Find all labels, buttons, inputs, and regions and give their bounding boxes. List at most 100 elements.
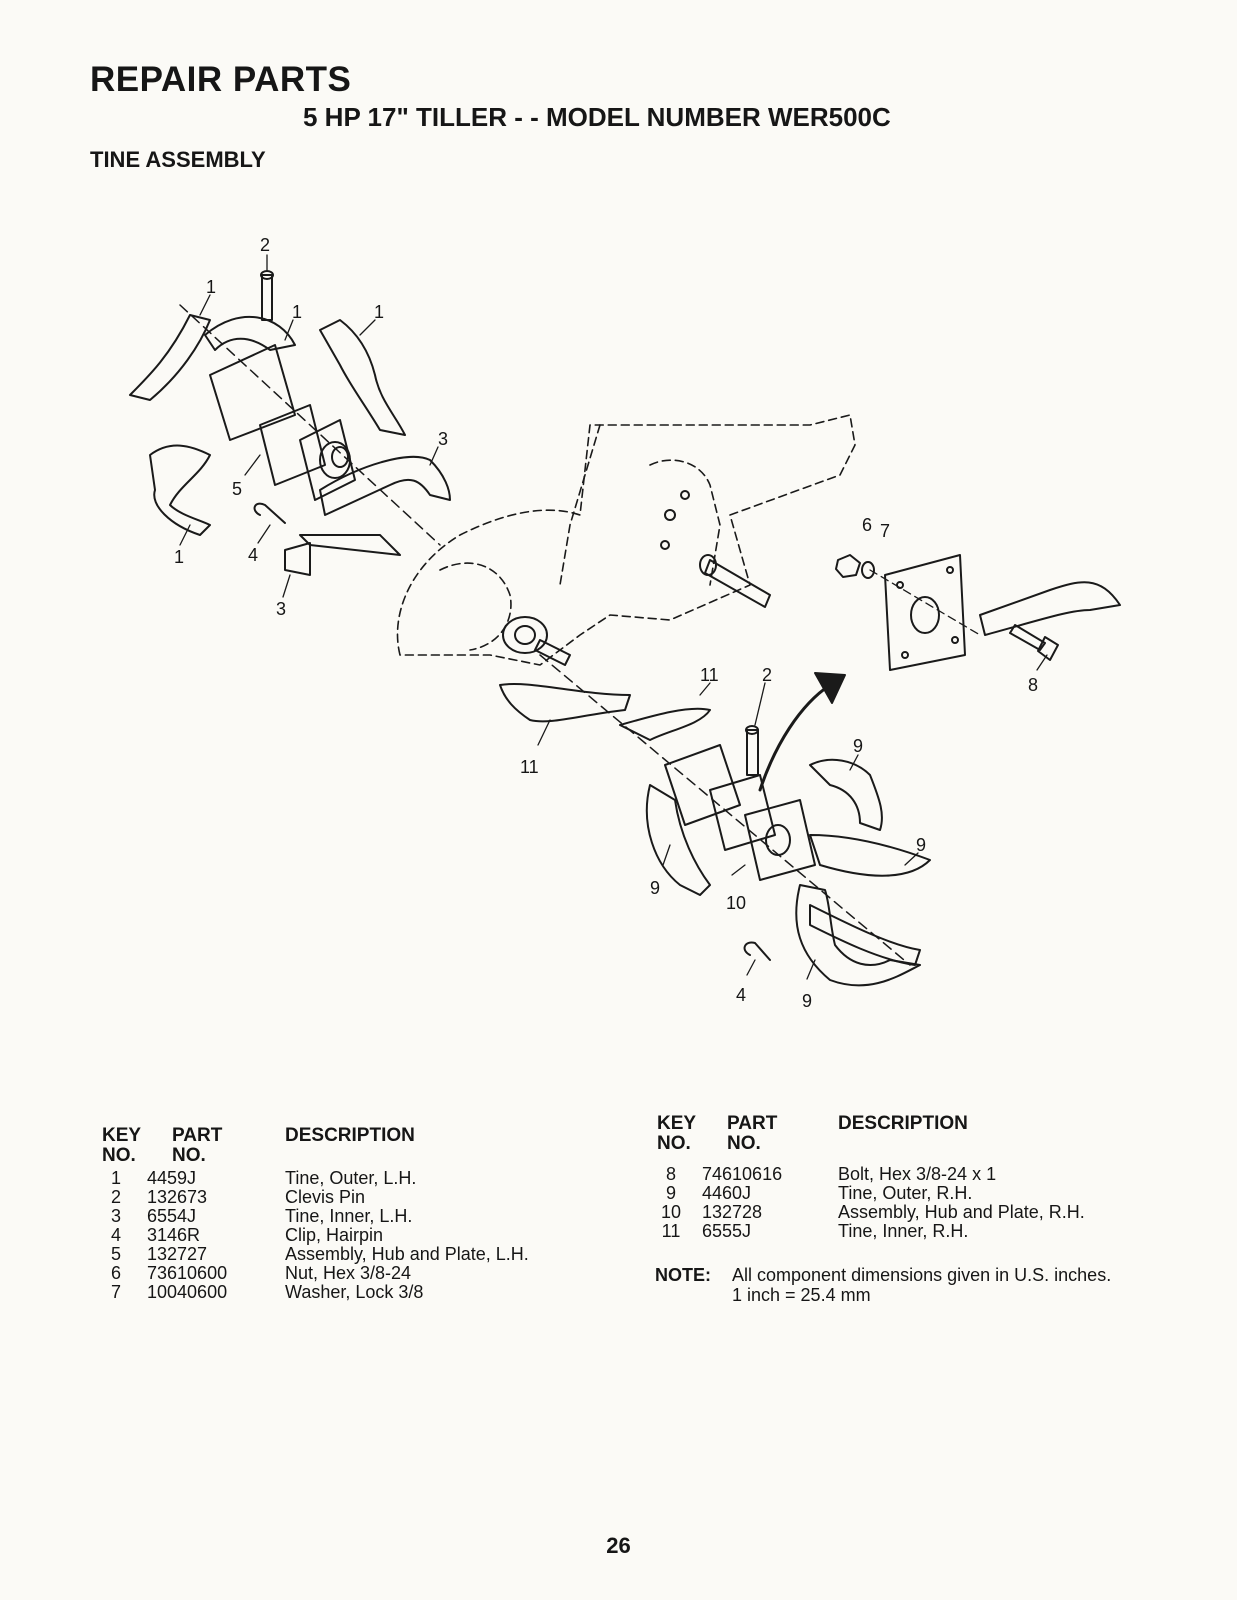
part-number: 6555J <box>702 1221 752 1241</box>
note-line-2: 1 inch = 25.4 mm <box>732 1285 871 1305</box>
left-outer-tine-upper <box>129 314 211 401</box>
key-number: 3 <box>110 1206 121 1226</box>
callout-1-b: 1 <box>292 302 302 322</box>
col-key-header-2: NO. <box>102 1145 136 1166</box>
callout-6: 6 <box>862 515 872 535</box>
key-number: 9 <box>665 1183 676 1203</box>
col-part-header-r: PART <box>727 1113 778 1134</box>
col-key-header-r: KEY <box>657 1113 697 1134</box>
note-line-1: All component dimensions given in U.S. i… <box>732 1265 1112 1285</box>
part-number: 4459J <box>147 1168 197 1188</box>
left-inner-tine-bottom <box>299 534 401 556</box>
part-description: Nut, Hex 3/8-24 <box>285 1263 412 1283</box>
col-key-header-r-2: NO. <box>657 1133 691 1154</box>
callouts: 2 1 1 1 1 3 3 5 4 6 7 8 11 11 2 9 9 9 9 … <box>174 235 1048 1011</box>
part-number: 6554J <box>147 1206 197 1226</box>
right-inner-tine-right <box>619 707 711 741</box>
clevis-pin-lower <box>746 729 759 776</box>
callout-7: 7 <box>880 521 890 541</box>
part-number: 132673 <box>147 1187 208 1207</box>
callout-4-left: 4 <box>248 545 258 565</box>
right-outer-tine-c <box>645 784 711 896</box>
housing-hub-left <box>502 616 548 654</box>
right-hub-plate <box>709 774 776 851</box>
rotation-arrow <box>758 683 832 792</box>
tiller-housing <box>396 414 856 666</box>
part-description: Assembly, Hub and Plate, R.H. <box>838 1202 1085 1222</box>
right-outer-tine-d <box>795 884 921 987</box>
callout-9-a: 9 <box>853 736 863 756</box>
callout-3-bottom: 3 <box>276 599 286 619</box>
key-number: 11 <box>661 1221 681 1241</box>
output-shaft-right <box>704 559 771 608</box>
output-shaft-left <box>534 639 571 666</box>
part-description: Assembly, Hub and Plate, L.H. <box>285 1244 529 1264</box>
model-subtitle: 5 HP 17" TILLER - - MODEL NUMBER WER500C <box>303 102 891 132</box>
callout-1-a: 1 <box>206 277 216 297</box>
right-hub-tube <box>664 744 741 826</box>
part-description: Clip, Hairpin <box>285 1225 384 1245</box>
left-inner-tine-stub <box>284 542 311 576</box>
page-number: 26 <box>606 1533 631 1558</box>
hex-bolt <box>1009 624 1046 651</box>
part-number: 3146R <box>147 1225 201 1245</box>
part-description: Tine, Inner, L.H. <box>285 1206 413 1226</box>
col-part-header: PART <box>172 1125 223 1146</box>
left-hub-tube <box>209 344 296 441</box>
col-part-header-r-2: NO. <box>727 1133 761 1154</box>
callout-4-right: 4 <box>736 985 746 1005</box>
right-outer-tine-a <box>809 758 883 831</box>
callout-2-top: 2 <box>260 235 270 255</box>
key-number: 5 <box>110 1244 121 1264</box>
side-plate <box>884 554 966 671</box>
right-outer-tine-side <box>979 581 1121 636</box>
key-number: 8 <box>665 1164 676 1184</box>
page-title: REPAIR PARTS <box>90 60 352 99</box>
right-outer-tine-e <box>809 904 921 966</box>
hairpin-clip-right <box>743 941 771 961</box>
part-number: 73610600 <box>147 1263 228 1283</box>
key-number: 4 <box>110 1225 121 1245</box>
part-number: 10040600 <box>147 1282 228 1302</box>
left-inner-tine-top <box>319 455 451 516</box>
callout-9-d: 9 <box>802 991 812 1011</box>
col-key-header: KEY <box>102 1125 142 1146</box>
callout-1-c: 1 <box>374 302 384 322</box>
hex-nut <box>835 554 861 578</box>
left-outer-tine-right <box>319 319 406 436</box>
part-description: Tine, Inner, R.H. <box>838 1221 969 1241</box>
hairpin-clip-left <box>253 502 286 524</box>
right-outer-tine-b <box>809 834 931 877</box>
part-description: Washer, Lock 3/8 <box>285 1282 424 1302</box>
part-number: 74610616 <box>702 1164 783 1184</box>
part-number: 132727 <box>147 1244 208 1264</box>
callout-1-d: 1 <box>174 547 184 567</box>
right-hub-plate-2 <box>744 799 816 881</box>
key-number: 1 <box>110 1168 121 1188</box>
callout-8: 8 <box>1028 675 1038 695</box>
part-description: Bolt, Hex 3/8-24 x 1 <box>838 1164 997 1184</box>
part-description: Tine, Outer, L.H. <box>285 1168 417 1188</box>
callout-10: 10 <box>726 893 746 913</box>
lock-washer <box>861 561 875 579</box>
left-outer-tine-lower <box>149 444 211 536</box>
callout-11-top: 11 <box>700 665 719 685</box>
note-label: NOTE: <box>655 1265 711 1285</box>
part-number: 132728 <box>702 1202 763 1222</box>
part-number: 4460J <box>702 1183 752 1203</box>
part-description: Tine, Outer, R.H. <box>838 1183 973 1203</box>
section-title: TINE ASSEMBLY <box>90 147 266 172</box>
key-number: 6 <box>110 1263 121 1283</box>
callout-3-top: 3 <box>438 429 448 449</box>
left-hub-plate-2 <box>299 419 356 501</box>
tine-assembly-diagram: 2 1 1 1 1 3 3 5 4 6 7 8 11 11 2 9 9 9 9 … <box>129 235 1121 1011</box>
clevis-pin-upper <box>261 274 273 321</box>
callout-11-bottom: 11 <box>520 757 539 777</box>
callout-5: 5 <box>232 479 242 499</box>
key-number: 2 <box>110 1187 121 1207</box>
key-number: 7 <box>110 1282 121 1302</box>
left-outer-tine-top <box>204 316 296 351</box>
